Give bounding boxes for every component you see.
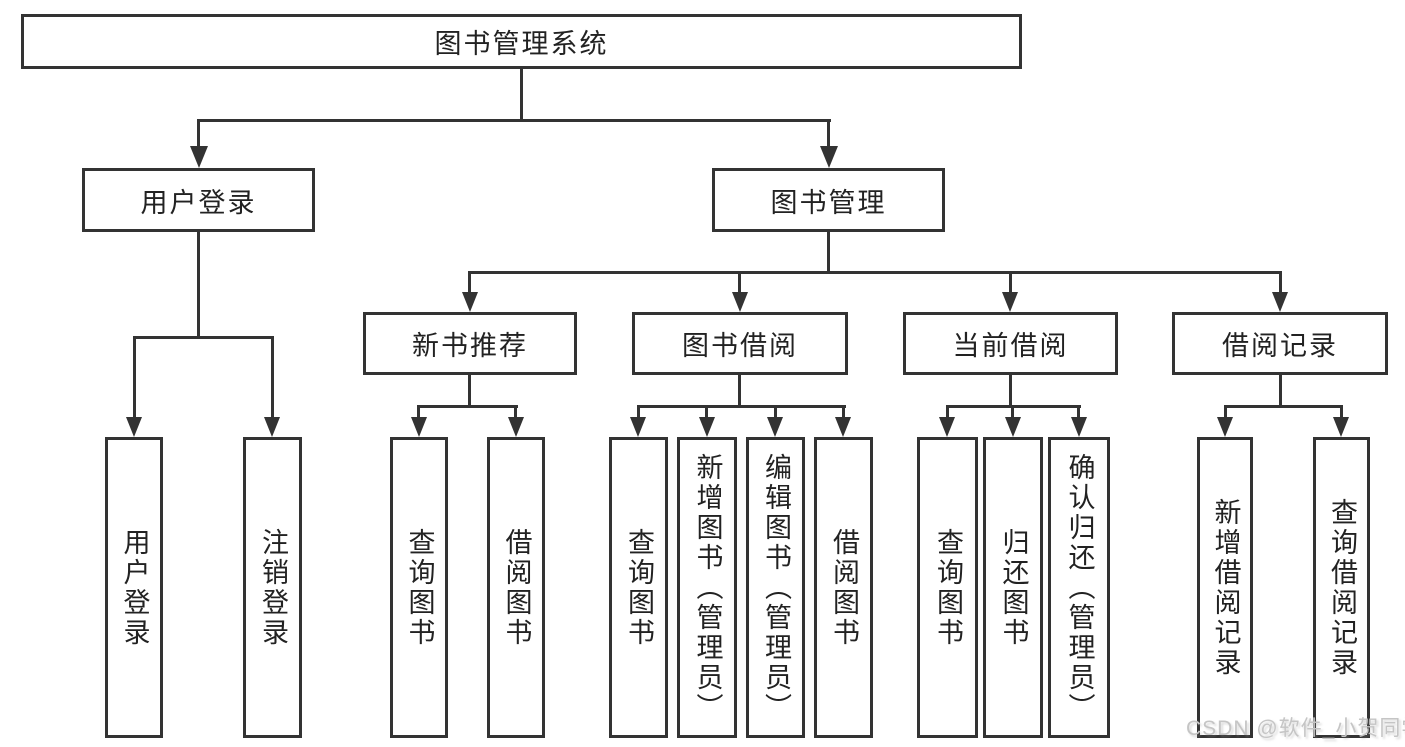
connector-hline [197, 119, 831, 122]
arrow-down-icon [411, 417, 427, 437]
connector-vline [738, 375, 741, 408]
connector-vline [520, 68, 523, 122]
connector-vline [1009, 375, 1012, 408]
connector-vline [946, 405, 949, 423]
leaf-add-book-admin-label: 新增图书（管理员） [692, 452, 723, 723]
leaf-borrow-books: 借阅图书 [814, 437, 873, 738]
node-new-book-recommend: 新书推荐 [363, 312, 577, 375]
connector-vline [1077, 405, 1080, 423]
connector-vline [1009, 271, 1012, 294]
leaf-add-book-admin: 新增图书（管理员） [677, 437, 737, 738]
connector-vline [738, 271, 741, 294]
node-borrow-records-label: 借阅记录 [1222, 331, 1338, 361]
connector-hline [468, 271, 1282, 274]
arrow-down-icon [732, 292, 748, 312]
arrow-down-icon [820, 146, 838, 168]
node-current-borrow-label: 当前借阅 [952, 331, 1069, 361]
node-user-login-label: 用户登录 [140, 187, 257, 218]
connector-vline [1279, 271, 1282, 294]
connector-vline [417, 405, 420, 423]
watermark: CSDN @软件_小贺同学 [1186, 717, 1405, 740]
leaf-query-books-current: 查询图书 [917, 437, 978, 738]
leaf-user-login-label: 用户登录 [119, 527, 150, 648]
connector-vline [468, 375, 471, 408]
arrow-down-icon [1272, 292, 1288, 312]
leaf-user-login: 用户登录 [105, 437, 163, 738]
connector-vline [133, 336, 136, 418]
leaf-edit-book-admin-label: 编辑图书（管理员） [761, 452, 791, 723]
connector-vline [1340, 405, 1343, 423]
leaf-query-borrow-record-label: 查询借阅记录 [1327, 497, 1357, 678]
leaf-add-borrow-record: 新增借阅记录 [1197, 437, 1253, 738]
connector-vline [1279, 375, 1282, 408]
leaf-return-book-label: 归还图书 [998, 527, 1029, 648]
leaf-logout-label: 注销登录 [258, 527, 288, 648]
leaf-confirm-return-admin-label: 确认归还（管理员） [1064, 452, 1095, 723]
connector-vline [842, 405, 845, 423]
leaf-add-borrow-record-label: 新增借阅记录 [1210, 497, 1241, 678]
arrow-down-icon [508, 417, 524, 437]
leaf-query-books-current-label: 查询图书 [933, 527, 963, 648]
node-new-book-recommend-label: 新书推荐 [412, 331, 528, 361]
leaf-query-books-borrow: 查询图书 [609, 437, 668, 738]
leaf-borrow-books-recommend-label: 借阅图书 [501, 527, 532, 648]
leaf-query-borrow-record: 查询借阅记录 [1313, 437, 1370, 738]
node-borrow-records: 借阅记录 [1172, 312, 1388, 375]
arrow-down-icon [939, 417, 955, 437]
connector-vline [514, 405, 517, 423]
arrow-down-icon [699, 417, 715, 437]
arrow-down-icon [1217, 417, 1233, 437]
leaf-query-books-recommend-label: 查询图书 [404, 527, 435, 648]
leaf-return-book: 归还图书 [983, 437, 1043, 738]
connector-vline [774, 405, 777, 423]
connector-hline [417, 405, 518, 408]
node-book-borrow-label: 图书借阅 [682, 331, 798, 361]
connector-vline [827, 119, 830, 148]
connector-vline [271, 336, 274, 418]
leaf-borrow-books-recommend: 借阅图书 [487, 437, 545, 738]
arrow-down-icon [835, 417, 851, 437]
connector-hline [133, 336, 274, 339]
node-library-system-label: 图书管理系统 [434, 29, 609, 59]
leaf-logout: 注销登录 [243, 437, 302, 738]
connector-hline [1224, 405, 1343, 408]
arrow-down-icon [1005, 417, 1021, 437]
arrow-down-icon [767, 417, 783, 437]
connector-vline [197, 232, 200, 339]
connector-vline [827, 232, 830, 274]
node-user-login: 用户登录 [82, 168, 315, 232]
connector-vline [1224, 405, 1227, 423]
arrow-down-icon [462, 292, 478, 312]
leaf-query-books-recommend: 查询图书 [390, 437, 448, 738]
connector-vline [637, 405, 640, 423]
arrow-down-icon [1002, 292, 1018, 312]
node-book-borrow: 图书借阅 [632, 312, 848, 375]
arrow-down-icon [264, 417, 280, 437]
node-library-system: 图书管理系统 [21, 14, 1022, 69]
node-book-management: 图书管理 [712, 168, 945, 232]
connector-vline [705, 405, 708, 423]
leaf-borrow-books-label: 借阅图书 [829, 527, 859, 648]
connector-vline [197, 119, 200, 148]
connector-vline [1011, 405, 1014, 423]
arrow-down-icon [126, 417, 142, 437]
arrow-down-icon [630, 417, 646, 437]
leaf-query-books-borrow-label: 查询图书 [624, 527, 654, 648]
connector-vline [468, 271, 471, 294]
node-book-management-label: 图书管理 [770, 187, 887, 218]
connector-hline [637, 405, 846, 408]
arrow-down-icon [1071, 417, 1087, 437]
leaf-confirm-return-admin: 确认归还（管理员） [1048, 437, 1110, 738]
node-current-borrow: 当前借阅 [903, 312, 1118, 375]
arrow-down-icon [1333, 417, 1349, 437]
leaf-edit-book-admin: 编辑图书（管理员） [746, 437, 805, 738]
arrow-down-icon [190, 146, 208, 168]
